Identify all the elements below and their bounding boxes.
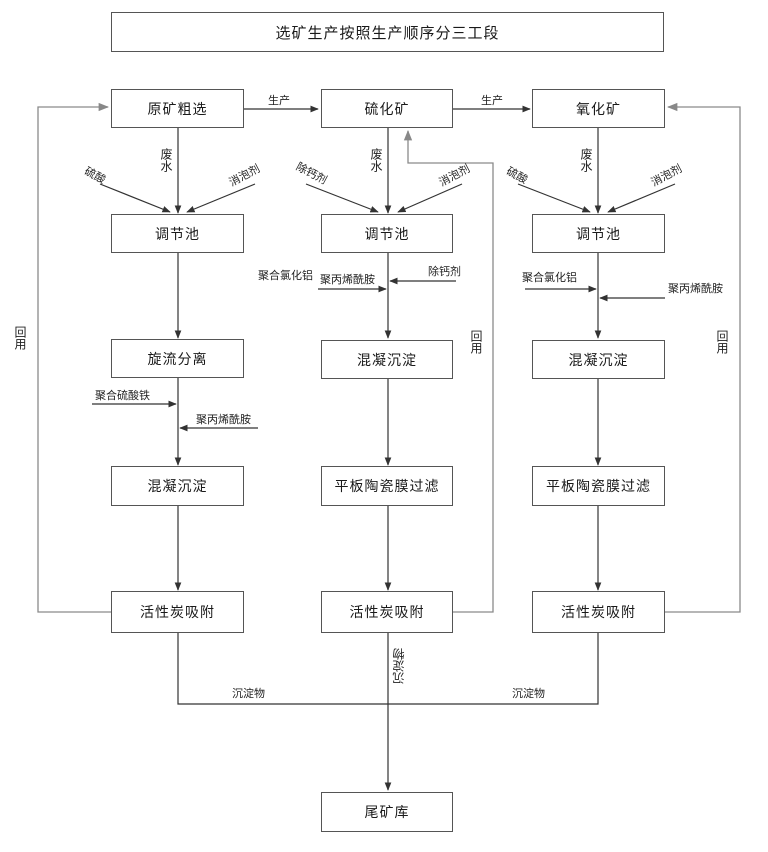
left-add-pam: 聚丙烯酰胺 xyxy=(196,413,251,426)
page-title: 选矿生产按照生产顺序分三工段 xyxy=(111,12,664,52)
recycle-label-right: 回用 xyxy=(715,330,729,354)
oxide-ore-box: 氧化矿 xyxy=(532,89,665,128)
right-add-pam: 聚丙烯酰胺 xyxy=(668,282,723,295)
sediment-label-left: 沉淀物 xyxy=(232,687,265,700)
recycle-label-left: 回用 xyxy=(13,326,27,350)
middle-input-wastewater: 废水 xyxy=(369,148,383,172)
left-add-pfs: 聚合硫酸铁 xyxy=(95,389,150,402)
left-input-wastewater: 废水 xyxy=(159,148,173,172)
sediment-label-right: 沉淀物 xyxy=(512,687,545,700)
left-cyclone-separation: 旋流分离 xyxy=(111,339,244,378)
right-ceramic-membrane: 平板陶瓷膜过滤 xyxy=(532,466,665,506)
tailings-pond-box: 尾矿库 xyxy=(321,792,453,832)
right-add-pac: 聚合氯化铝 xyxy=(522,271,577,284)
left-coagulation: 混凝沉淀 xyxy=(111,466,244,506)
right-regulating-tank: 调节池 xyxy=(532,214,665,253)
production-label-2: 生产 xyxy=(481,94,503,107)
production-label-1: 生产 xyxy=(268,94,290,107)
left-activated-carbon: 活性炭吸附 xyxy=(111,591,244,633)
middle-coagulation: 混凝沉淀 xyxy=(321,340,453,379)
sulfide-ore-box: 硫化矿 xyxy=(321,89,453,128)
sediment-label-middle: 沉淀物 xyxy=(392,648,406,684)
right-activated-carbon: 活性炭吸附 xyxy=(532,591,665,633)
middle-add-pam: 聚丙烯酰胺 xyxy=(320,273,375,286)
middle-add-pac: 聚合氯化铝 xyxy=(258,269,313,282)
middle-activated-carbon: 活性炭吸附 xyxy=(321,591,453,633)
recycle-label-middle: 回用 xyxy=(469,330,483,354)
middle-regulating-tank: 调节池 xyxy=(321,214,453,253)
right-coagulation: 混凝沉淀 xyxy=(532,340,665,379)
raw-ore-roughing-box: 原矿粗选 xyxy=(111,89,244,128)
left-regulating-tank: 调节池 xyxy=(111,214,244,253)
middle-add-decalcifier: 除钙剂 xyxy=(428,265,461,278)
right-input-wastewater: 废水 xyxy=(579,148,593,172)
middle-ceramic-membrane: 平板陶瓷膜过滤 xyxy=(321,466,453,506)
